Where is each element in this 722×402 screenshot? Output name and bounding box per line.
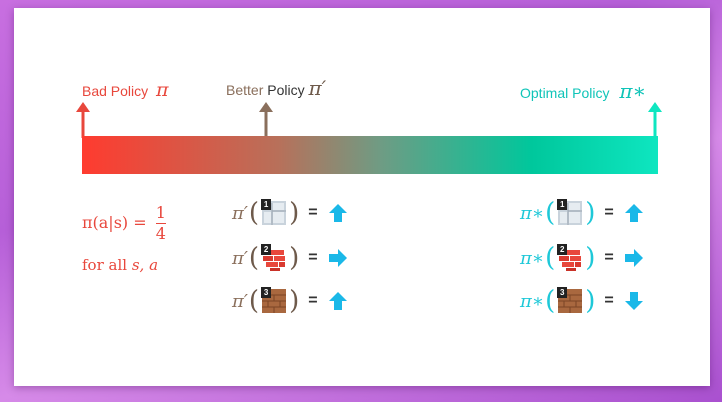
close-paren: ) <box>289 286 300 316</box>
close-paren: ) <box>585 243 596 273</box>
bad-policy-marker-arrow <box>76 102 90 138</box>
better-policy-row: π′ ( 1 ) = <box>232 198 348 228</box>
condition-vars: s, a <box>131 256 159 274</box>
equals-sign: = <box>604 292 614 309</box>
wall-panel-tile-icon: 1 <box>260 199 288 227</box>
state-number-badge: 3 <box>557 287 568 298</box>
optimal-policy-text: Optimal Policy <box>520 85 610 101</box>
wall-panel-tile-icon: 1 <box>556 199 584 227</box>
equals-sign: = <box>604 204 614 221</box>
red-brick-icon <box>559 250 582 271</box>
close-paren: ) <box>289 243 300 273</box>
uniform-policy-fraction: 1 4 <box>155 203 166 244</box>
open-paren: ( <box>248 243 260 273</box>
better-policy-symbol: π′ <box>232 290 248 312</box>
fraction-denominator: 4 <box>155 224 166 243</box>
optimal-policy-row: π∗ ( 2 ) = <box>520 243 644 273</box>
state-number-badge: 1 <box>261 199 272 210</box>
better-policy-symbol: π′ <box>232 247 248 269</box>
uniform-policy-condition: for all s, a <box>82 256 158 274</box>
red-brick-tile-icon: 2 <box>260 244 288 272</box>
arrow-right-icon <box>624 249 643 267</box>
equals-sign: = <box>308 204 318 221</box>
policy-quality-gradient-bar <box>82 136 658 174</box>
open-paren: ( <box>545 243 556 273</box>
better-policy-label: Better Policy π′ <box>226 76 326 100</box>
better-policy-text-policy: Policy <box>267 82 305 98</box>
open-paren: ( <box>545 286 556 316</box>
better-policy-text: Better <box>226 82 264 98</box>
arrow-right-icon <box>328 249 347 267</box>
arrow-down-icon <box>624 292 643 310</box>
arrow-up-icon <box>328 292 347 310</box>
equals-sign: = <box>604 249 614 266</box>
optimal-policy-row: π∗ ( 3 ) = <box>520 286 644 316</box>
optimal-policy-row: π∗ ( 1 ) = <box>520 198 644 228</box>
equals-sign: = <box>308 292 318 309</box>
optimal-policy-label: Optimal Policy π∗ <box>520 79 646 103</box>
state-number-badge: 2 <box>557 244 568 255</box>
optimal-policy-marker-arrow <box>648 102 662 138</box>
better-policy-row: π′ ( 2 ) = <box>232 243 348 273</box>
slide: Bad Policy π Better Policy π′ Optimal Po… <box>14 8 710 386</box>
bad-policy-label: Bad Policy π <box>82 79 169 101</box>
bad-policy-text: Bad Policy <box>82 83 149 99</box>
equals-sign: = <box>308 249 318 266</box>
better-policy-row: π′ ( 3 ) = <box>232 286 348 316</box>
better-policy-symbol: π′ <box>308 76 327 100</box>
optimal-policy-symbol: π∗ <box>520 247 545 269</box>
open-paren: ( <box>248 286 260 316</box>
open-paren: ( <box>248 198 260 228</box>
state-number-badge: 3 <box>261 287 272 298</box>
uniform-policy-lhs: π(a|s) = <box>82 213 147 232</box>
uniform-policy-equation: π(a|s) = 1 4 <box>82 203 166 244</box>
arrow-up-icon <box>328 204 347 222</box>
brown-brick-tile-icon: 3 <box>556 287 584 315</box>
open-paren: ( <box>545 198 556 228</box>
optimal-policy-symbol: π∗ <box>619 79 647 103</box>
state-number-badge: 1 <box>557 199 568 210</box>
condition-prefix: for all <box>82 256 128 274</box>
better-policy-symbol: π′ <box>232 202 248 224</box>
close-paren: ) <box>289 198 300 228</box>
better-policy-marker-arrow <box>259 102 273 138</box>
optimal-policy-symbol: π∗ <box>520 202 545 224</box>
bad-policy-symbol: π <box>156 79 169 101</box>
red-brick-tile-icon: 2 <box>556 244 584 272</box>
brown-brick-tile-icon: 3 <box>260 287 288 315</box>
state-number-badge: 2 <box>261 244 272 255</box>
arrow-up-icon <box>624 204 643 222</box>
fraction-numerator: 1 <box>155 203 166 224</box>
optimal-policy-symbol: π∗ <box>520 290 545 312</box>
close-paren: ) <box>585 286 596 316</box>
close-paren: ) <box>585 198 596 228</box>
red-brick-icon <box>263 250 286 271</box>
